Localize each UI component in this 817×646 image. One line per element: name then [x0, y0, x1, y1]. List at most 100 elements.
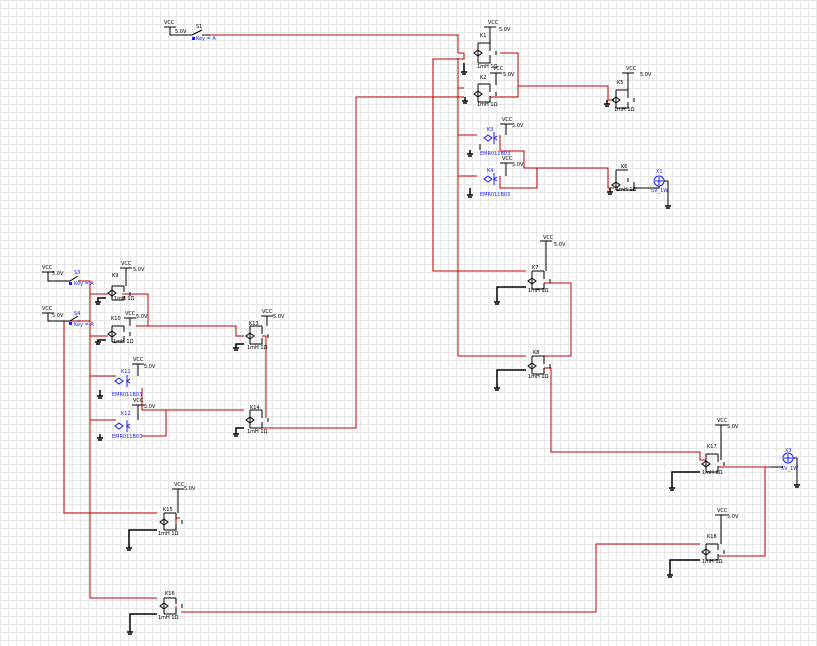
- voltage-label: 5.0V: [144, 404, 156, 410]
- vcc-label: VCC: [121, 261, 132, 267]
- vcc-label: VCC: [164, 20, 175, 26]
- relay-label: K16: [165, 591, 175, 597]
- vcc-label: VCC: [502, 156, 513, 162]
- relay-k6: K6 1mH 1Ω: [611, 164, 637, 193]
- relay-coil-label: 1mH 1Ω: [702, 470, 723, 476]
- relay-coil-label: 1mH 1Ω: [247, 345, 268, 351]
- voltage-label: 5.0V: [52, 313, 64, 319]
- relay-label: K2: [480, 75, 486, 81]
- voltage-label: 5.0V: [184, 486, 196, 492]
- switch-key-label: Key = A: [74, 322, 94, 328]
- voltage-label: 5.0V: [52, 271, 64, 277]
- relay-coil-label: 1mH 1Ω: [158, 531, 179, 537]
- vcc-label: VCC: [717, 418, 728, 424]
- switch-s4[interactable]: S4 Key = A: [64, 311, 94, 328]
- relay-k1: K1 1mH 1Ω: [473, 33, 498, 70]
- wiring: [63, 34, 770, 613]
- relay-label: K8: [533, 350, 539, 356]
- lamp-label: X1: [656, 169, 663, 175]
- relay-part-label: EMR011B03: [112, 392, 142, 398]
- vcc-label: VCC: [262, 309, 273, 315]
- relay-part-label: EMR011B03: [480, 151, 510, 157]
- relay-label: K13: [249, 321, 259, 327]
- vcc-label: VCC: [626, 66, 637, 72]
- relay-k12: K12 EMR011B03: [112, 411, 142, 440]
- relay-k13: K13 1mH 1Ω: [245, 321, 269, 351]
- relay-coil-label: 1mH 1Ω: [113, 339, 134, 345]
- relay-k11: K11 EMR011B03: [112, 369, 142, 398]
- relay-label: K6: [621, 164, 627, 170]
- relay-label: K15: [163, 507, 173, 513]
- relay-label: K12: [121, 411, 131, 417]
- voltage-label: 5.0V: [640, 72, 652, 78]
- switch-s1[interactable]: S1 Key = A: [186, 24, 216, 42]
- voltage-label: 5.0V: [136, 314, 148, 320]
- voltage-label: 5.0V: [133, 267, 145, 273]
- switch-label: S3: [74, 270, 80, 276]
- voltage-label: 5.0V: [499, 27, 511, 33]
- vcc-label: VCC: [174, 482, 185, 488]
- relay-k4: K4 EMR011B03: [480, 168, 510, 198]
- relay-k3: K3 EMR011B03: [479, 127, 510, 157]
- lamp-x1: X1 5V_1W: [634, 169, 669, 206]
- switch-key-label: Key = A: [196, 36, 216, 42]
- voltage-label: 5.0V: [512, 162, 524, 168]
- relay-label: K9: [112, 273, 118, 279]
- vcc-s1: [164, 26, 186, 36]
- vcc-label: VCC: [133, 357, 144, 363]
- voltage-label: 5.0V: [554, 242, 566, 248]
- relay-coil-label: 1mH 1Ω: [614, 107, 635, 113]
- relay-k5: K5 1mH 1Ω: [611, 80, 635, 113]
- vcc-label: VCC: [133, 398, 144, 404]
- relay-coil-label: 1mH 1Ω: [158, 615, 179, 621]
- relay-k9: K9 1mH 1Ω: [107, 273, 135, 302]
- voltage-label: 5.0V: [144, 364, 156, 370]
- relay-k18: K18 1mH 1Ω: [701, 534, 725, 565]
- relay-label: K4: [487, 168, 493, 174]
- relay-label: K18: [707, 534, 717, 540]
- vcc-label: VCC: [502, 117, 513, 123]
- lamp-label: X3: [785, 448, 792, 454]
- relay-coil-label: 1mH 1Ω: [477, 64, 498, 70]
- switch-key-label: Key = A: [74, 281, 94, 287]
- vcc-label: VCC: [488, 20, 499, 26]
- voltage-label: 5.0V: [512, 123, 524, 129]
- relay-label: K5: [617, 80, 623, 86]
- lamp-rating-label: 5V_1W: [651, 188, 668, 194]
- relay-label: K1: [480, 33, 486, 39]
- switch-s3[interactable]: S3 Key = A: [64, 270, 94, 287]
- relay-label: K14: [250, 405, 260, 411]
- relay-k2: K2 1mH 1Ω: [473, 75, 498, 108]
- voltage-label: 5.0V: [273, 314, 285, 320]
- voltage-label: 5.0V: [503, 72, 515, 78]
- voltage-label: 5.0V: [175, 29, 187, 35]
- relay-k14: K14 1mH 1Ω: [245, 405, 269, 435]
- vcc-label: VCC: [717, 508, 728, 514]
- vcc-label: VCC: [125, 311, 136, 317]
- relay-coil-label: 1mH 1Ω: [247, 429, 268, 435]
- relay-label: K11: [121, 369, 131, 375]
- ground-symbols: [95, 63, 800, 635]
- relay-coil-label: 1mH 1Ω: [528, 374, 549, 380]
- relay-label: K17: [707, 444, 717, 450]
- relay-k7: K7 1mH 1Ω: [527, 265, 551, 294]
- relay-coil-label: 1mH 1Ω: [616, 187, 637, 193]
- vcc-sources: VCC 5.0V VCC 5.0V VCC 5.0V VCC 5.0V VCC …: [42, 20, 739, 544]
- relay-k8: K8 1mH 1Ω: [527, 350, 551, 380]
- lamp-x3: X3 5V_1W: [770, 448, 798, 485]
- relay-label: K10: [111, 316, 121, 322]
- vcc-label: VCC: [42, 306, 53, 312]
- relay-coil-label: 1mH 1Ω: [702, 559, 723, 565]
- relay-k16: K16 1mH 1Ω: [158, 591, 183, 621]
- relay-coil-label: 1mH 1Ω: [114, 296, 135, 302]
- relay-k15: K15 1mH 1Ω: [158, 507, 183, 537]
- lamp-rating-label: 5V_1W: [781, 466, 798, 472]
- voltage-label: 5.0V: [727, 514, 739, 520]
- switch-label: S1: [196, 24, 202, 30]
- relay-coil-label: 1mH 1Ω: [528, 288, 549, 294]
- vcc-label: VCC: [42, 265, 53, 271]
- relay-k10: K10 1mH 1Ω: [107, 316, 134, 345]
- relay-part-label: EMR011B03: [112, 434, 142, 440]
